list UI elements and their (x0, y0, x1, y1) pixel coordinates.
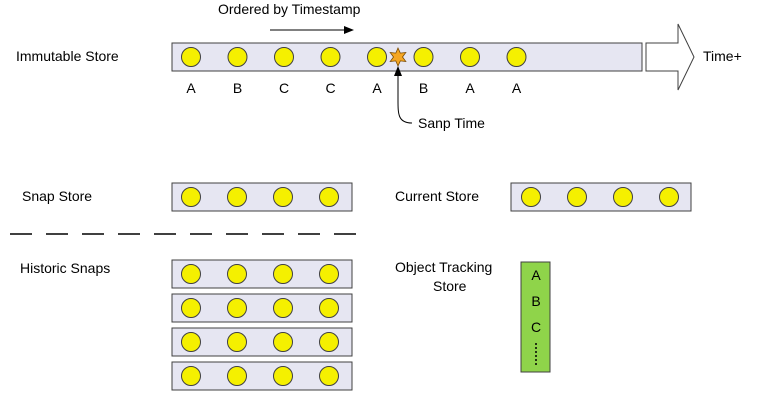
current-object-3 (659, 187, 679, 207)
snap-object-1 (227, 187, 247, 207)
historic-snap-2-object-1 (227, 332, 247, 352)
snap-time-callout-arrowhead (394, 66, 402, 76)
timestamp-order-arrowhead (344, 26, 354, 34)
historic-snap-3-object-1 (227, 366, 247, 386)
immutable-store-bar (171, 42, 643, 72)
historic-snap-row-2 (171, 327, 353, 357)
immutable-store-label: Immutable Store (16, 48, 119, 64)
current-store-objects (521, 187, 679, 207)
historic-snap-2-object-0 (181, 332, 201, 352)
historic-snap-3-object-2 (273, 366, 293, 386)
historic-snap-bar-2 (171, 327, 353, 357)
tracking-entry-2: C (531, 319, 541, 335)
historic-snap-2-object-2 (273, 332, 293, 352)
historic-snap-0-object-1 (227, 264, 247, 284)
historic-snap-2-object-3 (319, 332, 339, 352)
immutable-store-objects (181, 47, 527, 67)
ordered-by-timestamp-label: Ordered by Timestamp (218, 1, 361, 17)
historic-snap-0-object-2 (273, 264, 293, 284)
snap-store-label: Snap Store (22, 188, 92, 204)
immutable-object-0 (181, 47, 201, 67)
object-tracking-entries: ABC (531, 267, 541, 335)
immutable-object-label-7: A (512, 80, 522, 96)
immutable-object-1 (227, 47, 248, 67)
snap-time-callout-line (397, 72, 413, 124)
snap-store-objects (181, 187, 339, 207)
immutable-object-5 (413, 47, 434, 67)
snap-store-bar (171, 182, 353, 212)
immutable-object-label-0: A (186, 80, 196, 96)
tracking-entry-1: B (531, 293, 540, 309)
tracking-entry-0: A (531, 267, 541, 283)
historic-snap-3-object-0 (181, 366, 201, 386)
time-plus-label: Time+ (703, 48, 742, 64)
current-store-label: Current Store (395, 188, 479, 204)
snap-object-3 (319, 187, 339, 207)
historic-snap-row-1 (171, 293, 353, 323)
current-object-0 (521, 187, 541, 207)
object-tracking-store-label-line2: Store (433, 278, 467, 294)
snap-object-0 (181, 187, 201, 207)
historic-snap-row-0 (171, 259, 353, 289)
immutable-object-6 (460, 47, 480, 67)
current-object-2 (613, 187, 633, 207)
historic-snap-1-object-3 (319, 298, 339, 318)
historic-snap-0-object-0 (181, 264, 201, 284)
immutable-object-label-1: B (233, 80, 242, 96)
immutable-object-label-5: B (419, 80, 428, 96)
snap-time-label: Sanp Time (418, 115, 485, 131)
immutable-object-2 (274, 47, 294, 67)
historic-snap-1-object-1 (227, 298, 247, 318)
historic-snaps-stack (171, 259, 353, 391)
object-tracking-store-label-line1: Object Tracking (395, 259, 492, 275)
immutable-object-label-3: C (325, 80, 335, 96)
immutable-object-7 (506, 47, 527, 67)
historic-snap-1-object-2 (273, 298, 293, 318)
time-forward-arrow (645, 23, 695, 91)
immutable-object-label-4: A (372, 80, 382, 96)
historic-snap-0-object-3 (319, 264, 339, 284)
immutable-object-4 (367, 47, 387, 67)
immutable-object-3 (320, 47, 341, 67)
historic-snap-3-object-3 (319, 366, 339, 386)
snap-object-2 (273, 187, 293, 207)
current-object-1 (567, 187, 587, 207)
immutable-object-label-6: A (465, 80, 475, 96)
historic-snaps-label: Historic Snaps (20, 260, 110, 276)
immutable-object-label-2: C (279, 80, 289, 96)
historic-snap-row-3 (171, 361, 353, 391)
historic-snap-1-object-0 (181, 298, 201, 318)
object-tracking-store-bar (520, 261, 551, 373)
